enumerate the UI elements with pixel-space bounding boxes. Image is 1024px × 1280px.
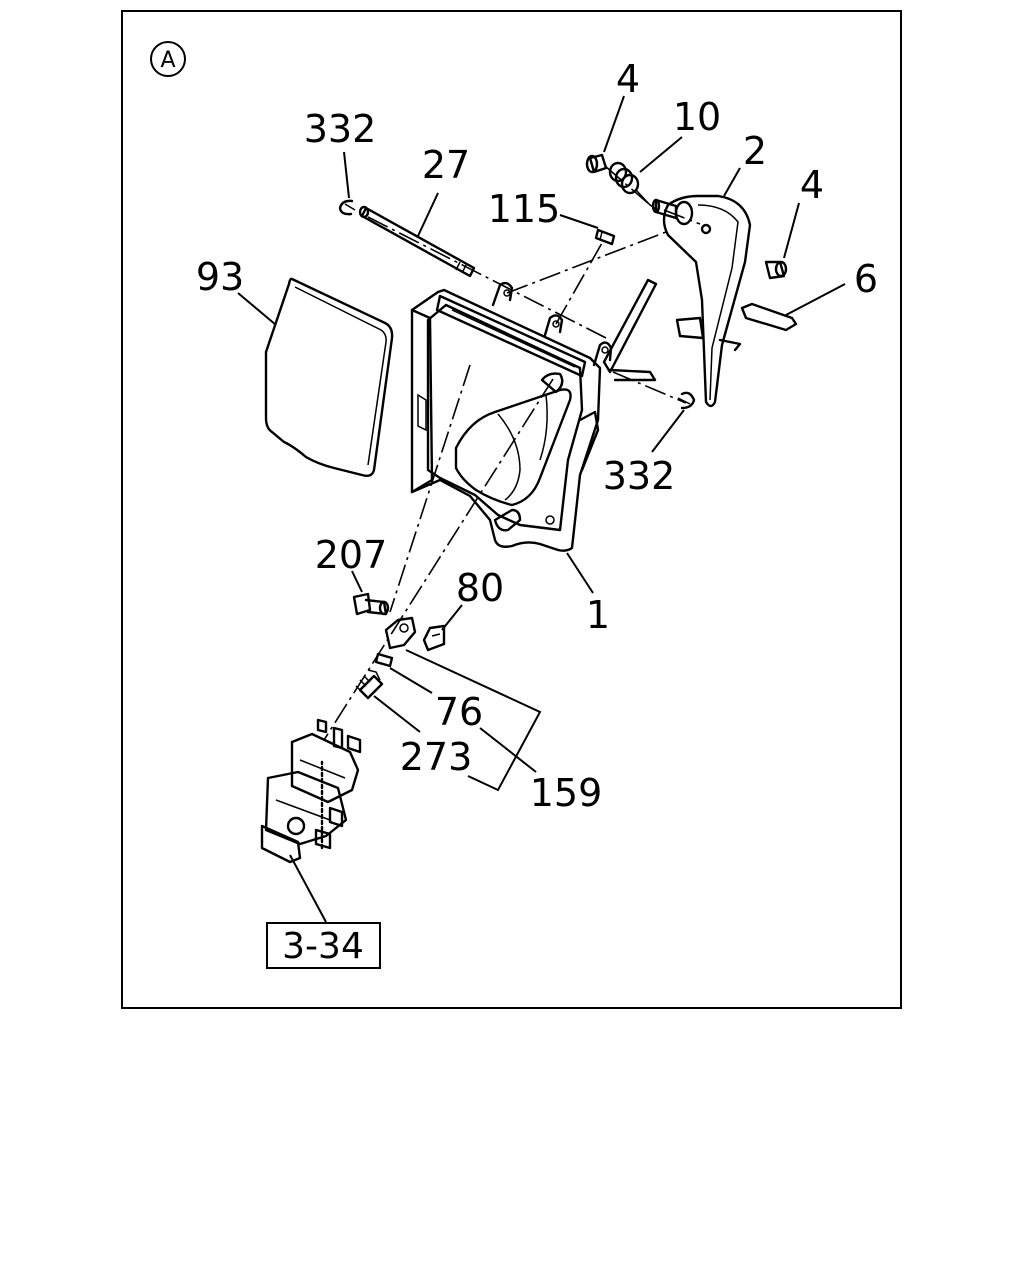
leader-27 [417, 192, 439, 237]
part-2-pedal-arm [651, 194, 752, 408]
leader-6 [785, 283, 846, 316]
callout-332-mid: 332 [603, 454, 676, 498]
part-207-bolt [352, 592, 390, 616]
leader-115 [559, 214, 599, 229]
part-93-cover [264, 277, 394, 478]
leader-207 [351, 570, 363, 593]
leader-3-34 [289, 854, 327, 923]
leader-93 [237, 292, 277, 326]
part-27-shaft [358, 205, 476, 278]
leader-4-right [783, 202, 800, 259]
callout-2: 2 [743, 129, 767, 173]
assembly-centerlines [323, 165, 701, 741]
part-332-top-clip [338, 199, 356, 216]
part-76-pin [374, 652, 394, 668]
leader-76 [389, 667, 433, 694]
callout-273: 273 [400, 735, 473, 779]
callout-159: 159 [530, 771, 603, 815]
part-4-bushing-right [764, 260, 788, 280]
svg-text:A: A [160, 48, 175, 73]
part-80-clip [422, 624, 446, 652]
leader-273 [373, 695, 421, 733]
part-332-mid-clip [677, 391, 696, 410]
bracket-159 [405, 649, 542, 792]
callout-207: 207 [315, 533, 388, 577]
callout-6: 6 [854, 257, 878, 301]
callout-93: 93 [196, 255, 244, 299]
callout-76: 76 [435, 690, 483, 734]
section-marker: A [150, 41, 186, 77]
part-115-pin [594, 228, 616, 246]
part-4-bushing-top [585, 153, 608, 174]
reference-box[interactable]: 3-34 [266, 922, 381, 969]
leader-10 [639, 136, 683, 173]
brake-valve-assembly [260, 718, 362, 864]
leader-1 [566, 552, 594, 594]
leader-332-mid [651, 409, 685, 453]
callout-80: 80 [456, 566, 504, 610]
part-clevis [384, 616, 417, 650]
leader-2 [723, 167, 741, 197]
callout-27: 27 [422, 143, 470, 187]
callout-4-right: 4 [800, 163, 824, 207]
svg-text:3-34: 3-34 [282, 926, 364, 967]
part-6-pedal-pad [740, 302, 798, 332]
callout-4-top: 4 [616, 57, 640, 101]
part-1-bracket [410, 278, 658, 552]
callout-10: 10 [673, 95, 721, 139]
leader-80 [441, 604, 463, 631]
part-10-spring [608, 161, 659, 211]
leader-4-top [603, 95, 625, 153]
callout-332-top: 332 [304, 107, 377, 151]
callout-115: 115 [488, 187, 561, 231]
part-273-bolt [355, 669, 384, 700]
diagram-frame [121, 10, 902, 1009]
callout-1: 1 [586, 593, 610, 637]
leader-332-top [343, 151, 350, 199]
